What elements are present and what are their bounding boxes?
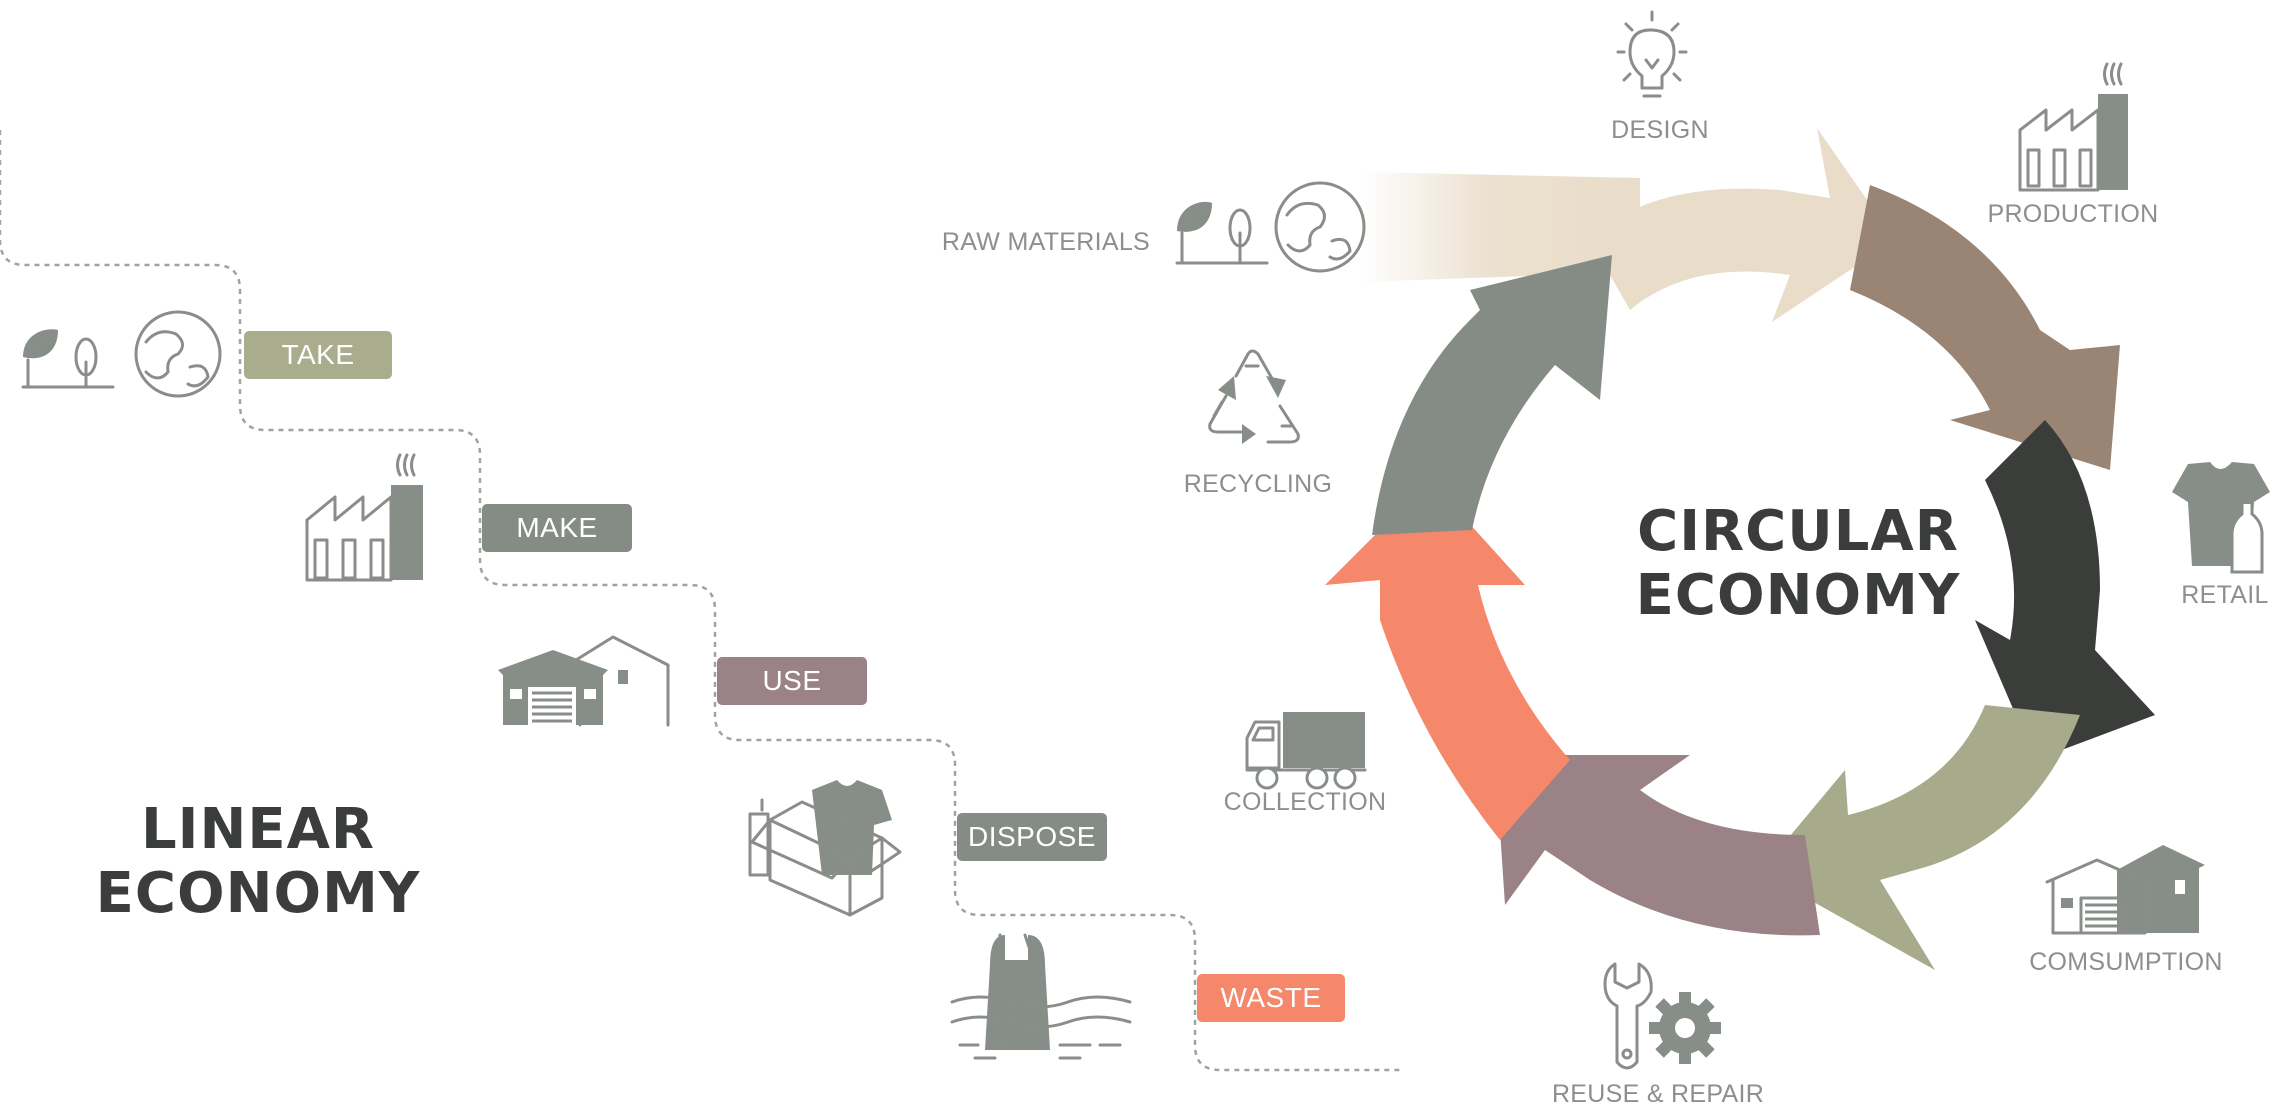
- nature-globe-icon: [1175, 181, 1366, 273]
- reuse-repair-label: REUSE & REPAIR: [1552, 1080, 1764, 1107]
- box-clothes-icon: [748, 780, 902, 917]
- arrow-retail: [1975, 420, 2155, 760]
- linear-economy: TAKE MAKE: [0, 130, 1400, 1072]
- arrow-consumption: [1760, 705, 2080, 970]
- tshirt-bottle-icon: [2172, 462, 2270, 574]
- plastic-bag-water-icon: [950, 933, 1132, 1060]
- use-label: USE: [762, 665, 821, 696]
- make-label: MAKE: [516, 512, 597, 543]
- truck-icon: [1245, 712, 1367, 790]
- waste-label: WASTE: [1220, 982, 1321, 1013]
- circular-title-line2: ECONOMY: [1636, 563, 1961, 628]
- consumption-label: COMSUMPTION: [2029, 948, 2223, 976]
- stage-consumption: COMSUMPTION: [2029, 845, 2223, 976]
- take-step: TAKE: [21, 310, 392, 398]
- stage-retail: RETAIL: [2172, 462, 2270, 609]
- waste-step: WASTE: [950, 933, 1345, 1060]
- factory-icon: [305, 453, 423, 582]
- arrow-collection: [1325, 480, 1570, 840]
- house-garage-icon: [2045, 845, 2205, 935]
- waste-pill: [1197, 974, 1345, 1022]
- stage-reuse-repair: REUSE & REPAIR: [1552, 962, 1764, 1107]
- make-step: MAKE: [305, 453, 632, 582]
- design-label: DESIGN: [1611, 116, 1709, 144]
- use-step: USE: [498, 635, 867, 727]
- use-pill: [717, 657, 867, 705]
- take-label: TAKE: [281, 339, 354, 370]
- retail-label: RETAIL: [2181, 581, 2268, 609]
- lightbulb-icon: [1616, 10, 1688, 98]
- arrow-production: [1850, 185, 2120, 470]
- arrow-recycling: [1372, 255, 1612, 535]
- stage-design: DESIGN: [1611, 10, 1709, 144]
- recycling-label: RECYCLING: [1184, 470, 1333, 498]
- recycle-icon: [1208, 349, 1300, 444]
- raw-materials-label: RAW MATERIALS: [942, 228, 1150, 256]
- take-pill: [244, 331, 392, 379]
- circular-title-line1: CIRCULAR: [1637, 499, 1959, 564]
- arrow-reuse: [1495, 755, 1820, 936]
- collection-label: COLLECTION: [1224, 788, 1387, 816]
- wrench-gear-icon: [1603, 962, 1721, 1070]
- stage-raw-materials: RAW MATERIALS: [942, 181, 1366, 273]
- nature-globe-icon: [21, 310, 222, 398]
- dispose-label: DISPOSE: [968, 821, 1096, 852]
- stage-collection: COLLECTION: [1224, 712, 1387, 816]
- stage-recycling: RECYCLING: [1184, 349, 1333, 498]
- linear-dotted-path: [0, 130, 1400, 1072]
- linear-title-line2: ECONOMY: [96, 861, 421, 926]
- linear-title-line1: LINEAR: [141, 797, 375, 862]
- stage-production: PRODUCTION: [1987, 62, 2158, 228]
- arrow-design: [1590, 128, 1895, 322]
- house-garage-icon: [498, 635, 670, 727]
- cycle-arrows: [1325, 128, 2155, 970]
- dispose-step: DISPOSE: [748, 780, 1107, 917]
- production-label: PRODUCTION: [1987, 200, 2158, 228]
- dispose-pill: [957, 813, 1107, 861]
- circular-economy: CIRCULAR ECONOMY RAW MATERIALS: [942, 10, 2270, 1107]
- factory-icon: [2018, 62, 2128, 192]
- make-pill: [482, 504, 632, 552]
- raw-materials-stream: [1360, 172, 1640, 282]
